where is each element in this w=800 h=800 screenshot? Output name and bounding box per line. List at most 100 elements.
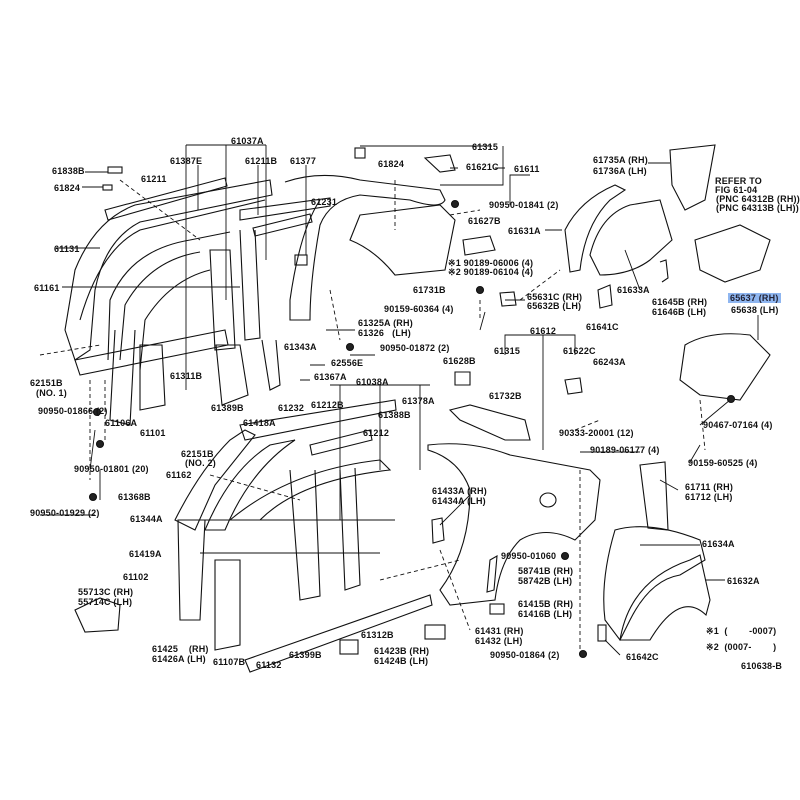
part-number-label[interactable]: ※1 ( -0007) — [706, 626, 777, 636]
part-number-label[interactable]: 61732B — [489, 391, 522, 401]
part-number-label[interactable]: 61418A — [243, 418, 276, 428]
part-number-label[interactable]: 61415B (RH) — [518, 599, 574, 609]
part-number-label[interactable]: 61432 (LH) — [475, 636, 523, 646]
part-number-label[interactable]: 61131 — [54, 244, 80, 254]
part-number-label[interactable]: 61631A — [508, 226, 541, 236]
part-number-label[interactable]: FIG 61-04 — [715, 185, 758, 195]
part-number-label[interactable]: 65632B (LH) — [527, 301, 582, 311]
part-number-label[interactable]: 61315 — [494, 346, 521, 356]
part-number-label[interactable]: 61388B — [378, 410, 411, 420]
part-number-label[interactable]: 61646B (LH) — [652, 307, 707, 317]
part-number-label[interactable]: 61326 (LH) — [358, 328, 411, 338]
part-number-label[interactable]: (PNC 64312B (RH)) — [716, 194, 800, 204]
part-number-label[interactable]: 61424B (LH) — [374, 656, 429, 666]
part-number-label[interactable]: 90950-01060 — [501, 551, 557, 561]
part-number-label[interactable]: 61387E — [170, 156, 203, 166]
part-number-label[interactable]: 90159-60525 (4) — [688, 458, 758, 468]
part-number-label[interactable]: 61037A — [231, 136, 264, 146]
part-number-label[interactable]: 61419A — [129, 549, 162, 559]
part-number-label[interactable]: (NO. 1) — [36, 388, 67, 398]
part-number-label[interactable]: 61232 — [278, 403, 305, 413]
part-number-label[interactable]: 61731B — [413, 285, 446, 295]
part-number-label[interactable]: 61161 — [34, 283, 60, 293]
part-number-label[interactable]: 61628B — [443, 356, 476, 366]
part-number-label[interactable]: 61433A (RH) — [432, 486, 487, 496]
part-number-label[interactable]: 90189-06177 (4) — [590, 445, 660, 455]
part-number-label[interactable]: 90950-01866 (2) — [38, 406, 108, 416]
part-number-label[interactable]: 61106A — [105, 418, 138, 428]
part-number-label[interactable]: 61645B (RH) — [652, 297, 708, 307]
part-number-label[interactable]: 61425 (RH) — [152, 644, 209, 654]
part-number-label[interactable]: 61399B — [289, 650, 322, 660]
part-number-label[interactable]: 61711 (RH) — [685, 482, 734, 492]
part-number-label[interactable]: 61426A (LH) — [152, 654, 206, 664]
part-number-label[interactable]: 61107B — [213, 657, 246, 667]
part-number-label[interactable]: 66243A — [593, 357, 626, 367]
part-number-label[interactable]: 90950-01929 (2) — [30, 508, 100, 518]
part-number-label[interactable]: 61642C — [626, 652, 659, 662]
part-number-label[interactable]: 61325A (RH) — [358, 318, 413, 328]
part-number-label[interactable]: 61367A — [314, 372, 347, 382]
part-number-label[interactable]: 55714C (LH) — [78, 597, 133, 607]
part-number-label[interactable]: ※2 90189-06104 (4) — [448, 267, 534, 277]
part-number-label[interactable]: 61612 — [530, 326, 557, 336]
part-number-label[interactable]: 61431 (RH) — [475, 626, 524, 636]
part-number-label[interactable]: 61377 — [290, 156, 317, 166]
part-number-label[interactable]: 61038A — [356, 377, 389, 387]
part-number-label[interactable]: 61434A (LH) — [432, 496, 486, 506]
part-number-label[interactable]: 90950-01841 (2) — [489, 200, 559, 210]
part-number-label[interactable]: ※1 90189-06006 (4) — [448, 258, 534, 268]
part-number-label[interactable]: 90333-20001 (12) — [559, 428, 634, 438]
part-number-label[interactable]: 61344A — [130, 514, 163, 524]
part-number-label[interactable]: 55713C (RH) — [78, 587, 134, 597]
part-number-label[interactable]: 61368B — [118, 492, 151, 502]
part-number-label[interactable]: 61633A — [617, 285, 650, 295]
part-number-label[interactable]: 61736A (LH) — [593, 166, 647, 176]
part-number-label[interactable]: 90950-01864 (2) — [490, 650, 560, 660]
part-number-label[interactable]: 61632A — [727, 576, 760, 586]
part-number-label[interactable]: 61315 — [472, 142, 499, 152]
part-number-label[interactable]: 61735A (RH) — [593, 155, 648, 165]
part-number-label[interactable]: REFER TO — [715, 176, 762, 186]
part-number-label[interactable]: (PNC 64313B (LH)) — [716, 203, 799, 213]
part-number-label[interactable]: 61211B — [245, 156, 278, 166]
part-number-label[interactable]: 58742B (LH) — [518, 576, 573, 586]
part-number-label[interactable]: 90467-07164 (4) — [703, 420, 773, 430]
highlighted-part-number-label[interactable]: 65637 (RH) — [728, 293, 781, 303]
part-number-label[interactable]: 61416B (LH) — [518, 609, 573, 619]
part-number-label[interactable]: 65631C (RH) — [527, 292, 583, 302]
part-number-label[interactable]: (NO. 2) — [185, 458, 216, 468]
part-number-label[interactable]: 61102 — [123, 572, 149, 582]
part-number-label[interactable]: 61622C — [563, 346, 596, 356]
part-number-label[interactable]: 61838B — [52, 166, 85, 176]
part-number-label[interactable]: 61389B — [211, 403, 244, 413]
part-number-label[interactable]: 61231 — [311, 197, 338, 207]
part-number-label[interactable]: 61611 — [514, 164, 540, 174]
part-number-label[interactable]: 62151B — [30, 378, 63, 388]
part-number-label[interactable]: 610638-B — [741, 661, 783, 671]
part-number-label[interactable]: 62556E — [331, 358, 364, 368]
part-number-label[interactable]: 61101 — [140, 428, 166, 438]
part-number-label[interactable]: 61824 — [54, 183, 81, 193]
part-number-label[interactable]: ※2 (0007- ) — [706, 642, 777, 652]
part-number-label[interactable]: 61634A — [702, 539, 735, 549]
part-number-label[interactable]: 61378A — [402, 396, 435, 406]
part-number-label[interactable]: 61162 — [166, 470, 192, 480]
part-number-label[interactable]: 90159-60364 (4) — [384, 304, 454, 314]
part-number-label[interactable]: 61211 — [141, 174, 167, 184]
part-number-label[interactable]: 90950-01801 (20) — [74, 464, 149, 474]
part-number-label[interactable]: 61212B — [311, 400, 344, 410]
part-number-label[interactable]: 61311B — [170, 371, 203, 381]
part-number-label[interactable]: 61132 — [256, 660, 282, 670]
part-number-label[interactable]: 61641C — [586, 322, 619, 332]
part-number-label[interactable]: 61621C — [466, 162, 499, 172]
part-number-label[interactable]: 61627B — [468, 216, 501, 226]
part-number-label[interactable]: 90950-01872 (2) — [380, 343, 450, 353]
part-number-label[interactable]: 61212 — [363, 428, 390, 438]
part-number-label[interactable]: 58741B (RH) — [518, 566, 574, 576]
part-number-label[interactable]: 62151B — [181, 449, 214, 459]
part-number-label[interactable]: 61423B (RH) — [374, 646, 430, 656]
part-number-label[interactable]: 61312B — [361, 630, 394, 640]
part-number-label[interactable]: 61824 — [378, 159, 405, 169]
part-number-label[interactable]: 61712 (LH) — [685, 492, 733, 502]
